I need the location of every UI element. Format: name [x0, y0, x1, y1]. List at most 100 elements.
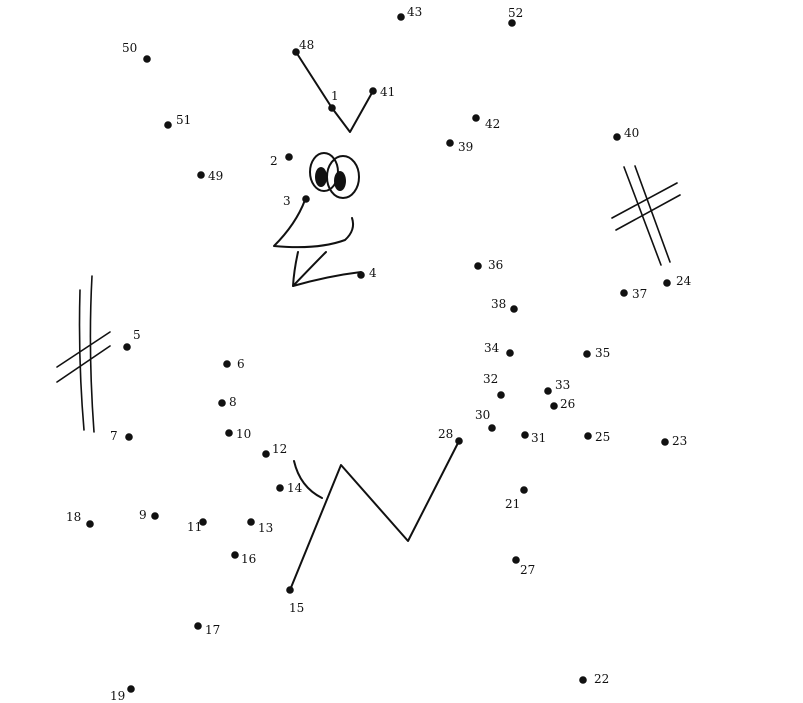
dot-label-31: 31 [531, 431, 546, 445]
dot-23[interactable] [661, 438, 669, 446]
dot-label-22: 22 [594, 672, 609, 686]
eyes-drawing [309, 152, 360, 199]
dot-label-28: 28 [438, 427, 453, 441]
dot-label-38: 38 [491, 297, 506, 311]
dot-label-36: 36 [488, 258, 503, 272]
dot-label-26: 26 [560, 397, 575, 411]
dot-37[interactable] [620, 289, 628, 297]
dot-label-9: 9 [139, 508, 147, 522]
dot-2[interactable] [285, 153, 293, 161]
dot-15[interactable] [286, 586, 294, 594]
dot-label-34: 34 [484, 341, 500, 355]
dot-label-39: 39 [458, 140, 473, 154]
dot-label-15: 15 [289, 601, 304, 615]
dot-31[interactable] [521, 431, 529, 439]
dot-17[interactable] [194, 622, 202, 630]
dot-42[interactable] [472, 114, 480, 122]
dot-label-8: 8 [229, 395, 237, 409]
dot-7[interactable] [125, 433, 133, 441]
dot-label-5: 5 [133, 328, 141, 342]
feet-drawing [289, 440, 460, 591]
dot-13[interactable] [247, 518, 255, 526]
dot-43[interactable] [397, 13, 405, 21]
dot-label-6: 6 [237, 357, 245, 371]
dot-label-16: 16 [241, 552, 256, 566]
dot-label-48: 48 [299, 38, 314, 52]
beak-drawing [273, 199, 362, 287]
dot-label-21: 21 [505, 497, 520, 511]
dot-label-37: 37 [632, 287, 647, 301]
dot-label-1: 1 [331, 89, 339, 103]
left-grass-tuft [56, 275, 111, 433]
dot-label-40: 40 [624, 126, 639, 140]
dot-40[interactable] [613, 133, 621, 141]
dot-label-43: 43 [407, 5, 422, 19]
dot-16[interactable] [231, 551, 239, 559]
dot-32[interactable] [497, 391, 505, 399]
dot-label-30: 30 [475, 408, 490, 422]
dot-41[interactable] [369, 87, 377, 95]
dot-5[interactable] [123, 343, 131, 351]
dot-label-42: 42 [485, 117, 500, 131]
dot-27[interactable] [512, 556, 520, 564]
dot-label-10: 10 [236, 427, 251, 441]
dot-10[interactable] [225, 429, 233, 437]
dot-label-24: 24 [676, 274, 692, 288]
dot-52[interactable] [508, 19, 516, 27]
dot-label-12: 12 [272, 442, 287, 456]
dot-label-13: 13 [258, 521, 273, 535]
dot-34[interactable] [506, 349, 514, 357]
right-grass-tuft [611, 165, 681, 266]
dot-label-11: 11 [187, 520, 202, 534]
dot-22[interactable] [579, 676, 587, 684]
dot-33[interactable] [544, 387, 552, 395]
dot-label-25: 25 [595, 430, 610, 444]
dot-12[interactable] [262, 450, 270, 458]
dot-11[interactable] [199, 518, 207, 526]
dot-1[interactable] [328, 104, 336, 112]
dot-14[interactable] [276, 484, 284, 492]
dot-label-17: 17 [205, 623, 220, 637]
dot-35[interactable] [583, 350, 591, 358]
dot-label-35: 35 [595, 346, 610, 360]
dot-36[interactable] [474, 262, 482, 270]
dot-label-49: 49 [208, 169, 223, 183]
dot-19[interactable] [127, 685, 135, 693]
dot-26[interactable] [550, 402, 558, 410]
dot-label-3: 3 [283, 194, 291, 208]
dot-39[interactable] [446, 139, 454, 147]
dot-8[interactable] [218, 399, 226, 407]
dot-24[interactable] [663, 279, 671, 287]
dot-50[interactable] [143, 55, 151, 63]
dot-label-14: 14 [287, 481, 303, 495]
dot-label-19: 19 [110, 689, 125, 703]
hair-tuft-drawing [295, 51, 374, 133]
dot-30[interactable] [488, 424, 496, 432]
dot-label-41: 41 [380, 85, 395, 99]
dot-9[interactable] [151, 512, 159, 520]
dot-label-51: 51 [176, 113, 191, 127]
dot-3[interactable] [302, 195, 310, 203]
dot-label-2: 2 [270, 154, 278, 168]
dot-label-23: 23 [672, 434, 687, 448]
dot-21[interactable] [520, 486, 528, 494]
dot-25[interactable] [584, 432, 592, 440]
dot-label-7: 7 [110, 429, 118, 443]
dot-48[interactable] [292, 48, 300, 56]
dot-4[interactable] [357, 271, 365, 279]
dot-18[interactable] [86, 520, 94, 528]
dot-6[interactable] [223, 360, 231, 368]
dot-label-4: 4 [369, 266, 377, 280]
dot-label-50: 50 [122, 41, 137, 55]
dot-label-52: 52 [508, 6, 523, 20]
dot-49[interactable] [197, 171, 205, 179]
dot-label-33: 33 [555, 378, 570, 392]
dot-28[interactable] [455, 437, 463, 445]
dot-label-32: 32 [483, 372, 498, 386]
dot-label-18: 18 [66, 510, 81, 524]
dot-51[interactable] [164, 121, 172, 129]
dot-38[interactable] [510, 305, 518, 313]
dot-label-27: 27 [520, 563, 535, 577]
